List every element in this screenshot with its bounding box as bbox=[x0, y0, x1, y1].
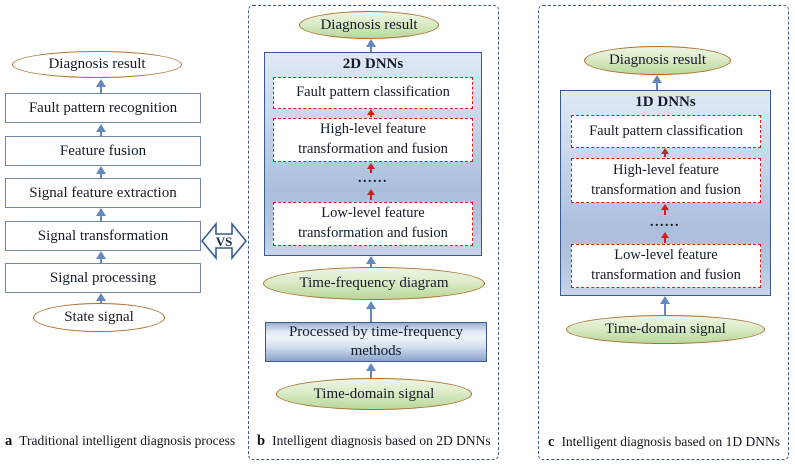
layer-high-level-feature-b: High-level feature transformation and fu… bbox=[273, 118, 473, 162]
diagnosis-result-label-a: Diagnosis result bbox=[48, 56, 146, 72]
state-signal-label: State signal bbox=[64, 309, 134, 325]
caption-letter-a: a bbox=[5, 433, 13, 449]
arrow-up-icon bbox=[95, 251, 107, 263]
arrow-up-icon bbox=[95, 166, 107, 178]
time-domain-signal-label-b: Time-domain signal bbox=[313, 385, 435, 402]
state-signal-ellipse: State signal bbox=[33, 303, 165, 332]
caption-letter-b: b bbox=[257, 433, 266, 449]
diagnosis-result-label-b: Diagnosis result bbox=[320, 16, 418, 33]
arrow-up-icon bbox=[659, 296, 671, 315]
arrow-up-icon bbox=[95, 79, 107, 93]
flow-box-label: Fault pattern recognition bbox=[28, 99, 178, 116]
dnn-title-label: 1D DNNs bbox=[635, 94, 696, 110]
flow-box-signal-feature-extraction: Signal feature extraction bbox=[5, 178, 201, 208]
arrow-up-icon bbox=[651, 75, 663, 90]
caption-panel-c: c Intelligent diagnosis based on 1D DNNs bbox=[548, 434, 780, 451]
diagnosis-result-ellipse-a: Diagnosis result bbox=[12, 51, 182, 78]
ellipsis-dots-b: ...... bbox=[323, 171, 423, 186]
flow-box-feature-fusion: Feature fusion bbox=[5, 136, 201, 166]
red-dashed-arrow-up-icon bbox=[365, 189, 377, 201]
arrow-up-icon bbox=[365, 363, 377, 378]
caption-text-a: Traditional intelligent diagnosis proces… bbox=[19, 433, 236, 448]
time-frequency-diagram-ellipse: Time-frequency diagram bbox=[263, 267, 485, 300]
arrow-up-icon bbox=[365, 39, 377, 52]
layer-high-level-feature-c: High-level feature transformation and fu… bbox=[571, 158, 761, 203]
arrow-up-icon bbox=[95, 293, 107, 304]
red-dashed-arrow-up-icon bbox=[659, 204, 671, 216]
dots-label: ...... bbox=[650, 215, 680, 230]
red-dashed-arrow-up-icon bbox=[659, 148, 671, 158]
red-dashed-arrow-up-icon bbox=[365, 109, 377, 118]
diagnosis-result-ellipse-b: Diagnosis result bbox=[299, 11, 439, 39]
caption-panel-b: b Intelligent diagnosis based on 2D DNNs bbox=[257, 433, 491, 450]
flow-box-label: Signal processing bbox=[49, 269, 157, 286]
arrow-up-icon bbox=[95, 208, 107, 221]
process-box-label: Processed by time-frequency methods bbox=[288, 323, 464, 360]
vs-double-arrow-icon: VS bbox=[201, 221, 247, 261]
layer-label: Fault pattern classification bbox=[589, 122, 743, 139]
time-domain-signal-label-c: Time-domain signal bbox=[605, 321, 726, 337]
layer-low-level-feature-c: Low-level feature transformation and fus… bbox=[571, 244, 761, 288]
flow-box-label: Signal feature extraction bbox=[29, 184, 177, 201]
flow-box-signal-transformation: Signal transformation bbox=[5, 221, 201, 251]
time-domain-signal-ellipse-c: Time-domain signal bbox=[566, 315, 765, 344]
layer-label: Fault pattern classification bbox=[296, 84, 450, 101]
layer-label: High-level feature transformation and fu… bbox=[298, 121, 448, 157]
dnn-title-1d: 1D DNNs bbox=[560, 94, 771, 111]
arrow-up-icon bbox=[95, 124, 107, 136]
flow-box-signal-processing: Signal processing bbox=[5, 263, 201, 293]
caption-text-b: Intelligent diagnosis based on 2D DNNs bbox=[272, 433, 491, 448]
arrow-up-icon bbox=[365, 301, 377, 322]
layer-label: High-level feature transformation and fu… bbox=[591, 161, 741, 198]
layer-label: Low-level feature transformation and fus… bbox=[298, 205, 448, 241]
dnn-title-label: 2D DNNs bbox=[342, 56, 404, 72]
caption-letter-c: c bbox=[548, 434, 555, 450]
layer-fault-pattern-classification-b: Fault pattern classification bbox=[273, 77, 473, 109]
panel-c-frame bbox=[538, 5, 789, 460]
dnn-title-2d: 2D DNNs bbox=[264, 56, 482, 73]
layer-fault-pattern-classification-c: Fault pattern classification bbox=[571, 115, 761, 148]
layer-low-level-feature-b: Low-level feature transformation and fus… bbox=[273, 202, 473, 246]
caption-text-c: Intelligent diagnosis based on 1D DNNs bbox=[561, 434, 781, 449]
red-dashed-arrow-up-icon bbox=[365, 163, 377, 174]
flow-box-fault-pattern-recognition: Fault pattern recognition bbox=[5, 93, 201, 123]
arrow-up-icon bbox=[365, 256, 377, 267]
flow-box-label: Feature fusion bbox=[59, 142, 147, 159]
layer-label: Low-level feature transformation and fus… bbox=[591, 247, 741, 283]
ellipsis-dots-c: ...... bbox=[615, 215, 715, 230]
process-box-time-frequency: Processed by time-frequency methods bbox=[265, 322, 487, 362]
dots-label: ...... bbox=[358, 171, 388, 186]
flow-box-label: Signal transformation bbox=[37, 227, 169, 244]
panel-b-frame bbox=[248, 5, 499, 460]
time-domain-signal-ellipse-b: Time-domain signal bbox=[276, 378, 472, 410]
diagnosis-result-label-c: Diagnosis result bbox=[608, 52, 707, 68]
time-frequency-diagram-label: Time-frequency diagram bbox=[299, 275, 449, 291]
caption-panel-a: a Traditional intelligent diagnosis proce… bbox=[5, 433, 235, 450]
diagnosis-result-ellipse-c: Diagnosis result bbox=[584, 46, 731, 75]
red-dashed-arrow-up-icon bbox=[659, 232, 671, 244]
vs-label: VS bbox=[216, 234, 233, 249]
